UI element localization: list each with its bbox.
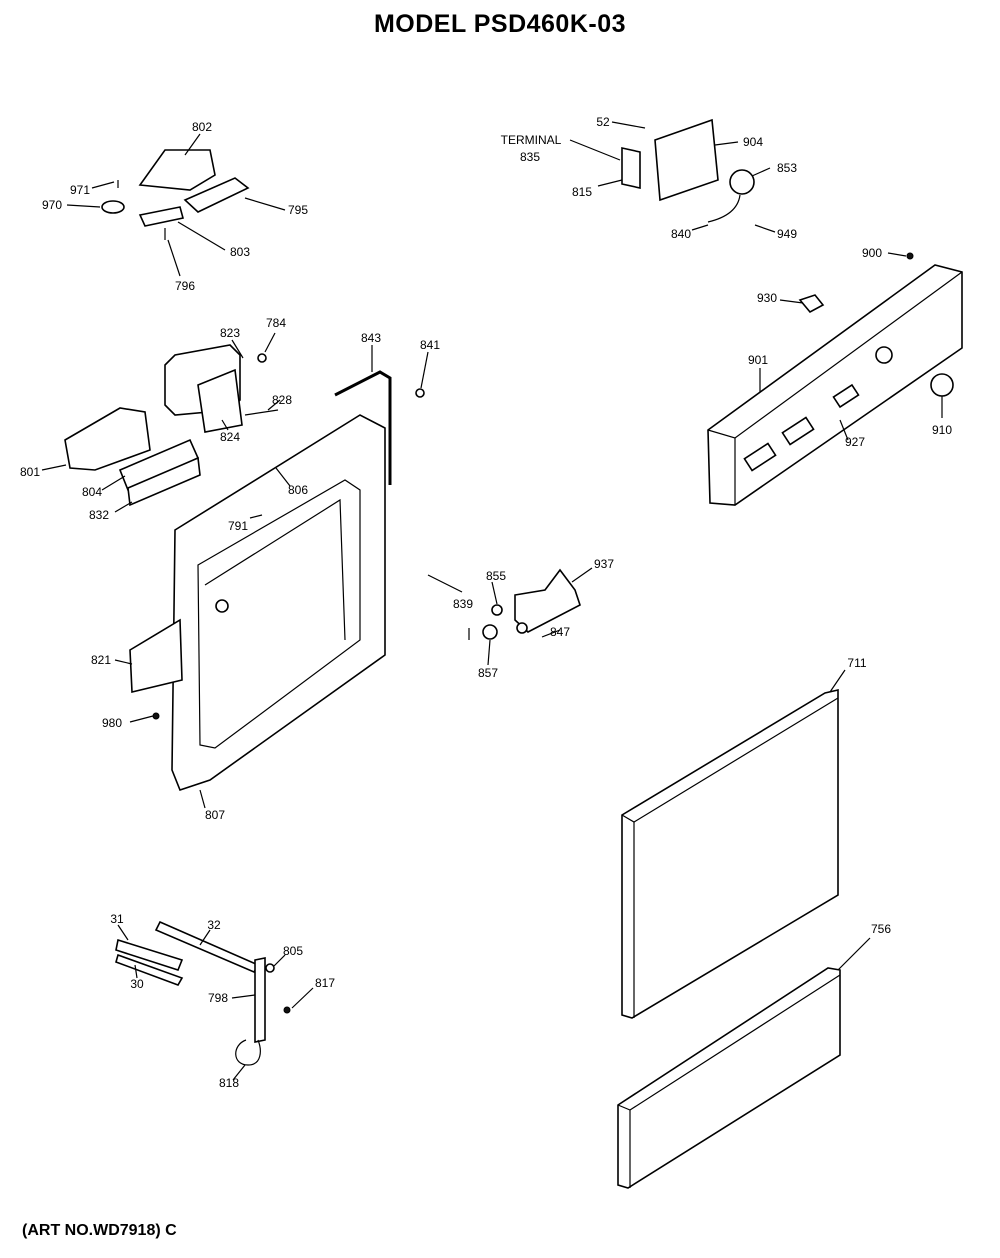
latch-assembly (427, 567, 593, 666)
label-949: 949 (776, 227, 798, 241)
inner-door-panel (114, 345, 429, 809)
label-52: 52 (596, 115, 610, 129)
label-927: 927 (844, 435, 866, 449)
label-857: 857 (477, 666, 499, 680)
label-904: 904 (742, 135, 764, 149)
label-821: 821 (90, 653, 112, 667)
label-841: 841 (419, 338, 441, 352)
label-795: 795 (287, 203, 309, 217)
label-804: 804 (81, 485, 103, 499)
timer-assembly (569, 118, 914, 260)
label-847: 847 (549, 625, 571, 639)
label-823: 823 (219, 326, 241, 340)
label-930: 930 (756, 291, 778, 305)
label-32: 32 (207, 918, 221, 932)
label-980: 980 (101, 716, 123, 730)
label-855: 855 (485, 569, 507, 583)
label-30: 30 (130, 977, 144, 991)
label-31: 31 (110, 912, 124, 926)
label-terminal: TERMINAL (500, 133, 562, 147)
label-802: 802 (191, 120, 213, 134)
diagram-title: MODEL PSD460K-03 (373, 10, 627, 38)
label-835: 835 (519, 150, 541, 164)
label-832: 832 (88, 508, 110, 522)
label-839: 839 (452, 597, 474, 611)
label-807: 807 (204, 808, 226, 822)
label-818: 818 (218, 1076, 240, 1090)
label-711: 711 (847, 656, 867, 670)
label-784: 784 (265, 316, 287, 330)
label-937: 937 (593, 557, 615, 571)
label-970: 970 (41, 198, 63, 212)
control-panel (707, 264, 963, 506)
label-815: 815 (571, 185, 593, 199)
switch-assembly (66, 133, 286, 277)
label-900: 900 (861, 246, 883, 260)
label-796: 796 (174, 279, 196, 293)
label-791: 791 (227, 519, 249, 533)
label-806: 806 (287, 483, 309, 497)
label-824: 824 (219, 430, 241, 444)
outer-door-panel (621, 669, 846, 1019)
label-756: 756 (870, 922, 892, 936)
art-number-footer: (ART NO.WD7918) C (22, 1222, 177, 1239)
label-910: 910 (931, 423, 953, 437)
label-817: 817 (314, 976, 336, 990)
label-803: 803 (229, 245, 251, 259)
label-798: 798 (207, 991, 229, 1005)
label-971: 971 (69, 183, 91, 197)
label-843: 843 (360, 331, 382, 345)
dispenser-assembly (41, 332, 281, 513)
label-840: 840 (670, 227, 692, 241)
label-828: 828 (271, 393, 293, 407)
toe-panel (617, 937, 871, 1189)
spring-assembly (115, 920, 314, 1081)
label-853: 853 (776, 161, 798, 175)
label-805: 805 (282, 944, 304, 958)
label-901: 901 (747, 353, 769, 367)
label-801: 801 (19, 465, 41, 479)
